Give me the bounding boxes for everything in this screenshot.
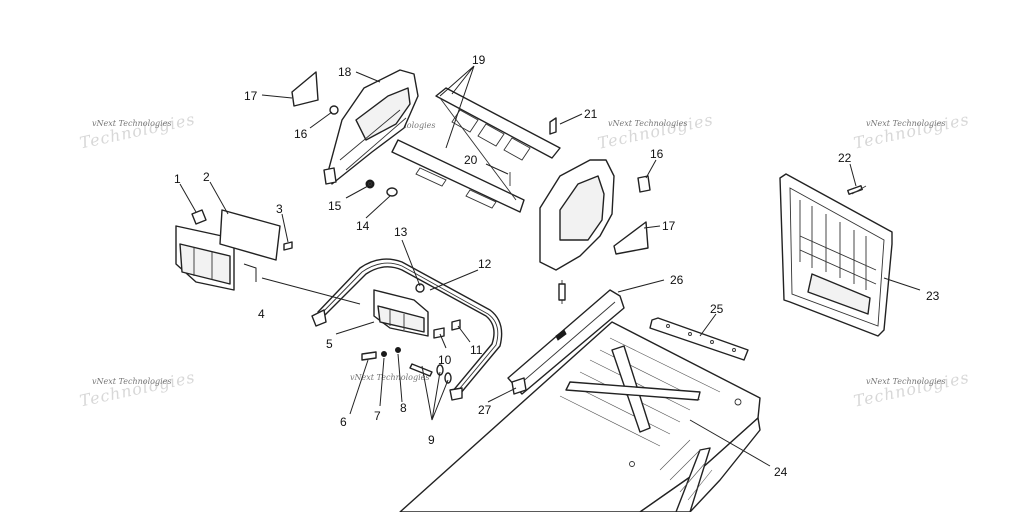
callout-15: 15 [328, 199, 342, 213]
callout-12: 12 [478, 257, 492, 271]
tunnel-hole [629, 461, 635, 467]
right-side-rail [539, 159, 651, 271]
rack-upper-rail [435, 87, 561, 159]
rail-bracket [507, 280, 625, 395]
svg-text:Technologies: Technologies [78, 367, 197, 410]
left-rail-foot [323, 167, 337, 185]
watermark-top-right: Technologies vNext Technologies [852, 110, 971, 153]
svg-text:vNext Technologies: vNext Technologies [92, 119, 171, 128]
callout-16-right: 16 [650, 147, 664, 161]
flap-window [807, 273, 871, 315]
snow-flap [779, 173, 893, 337]
cross-brace-b [565, 381, 701, 401]
callout-14: 14 [356, 219, 370, 233]
callout-11: 11 [470, 343, 483, 357]
reflector-left [291, 71, 319, 107]
nut-10 [433, 327, 445, 339]
callout-17-right: 17 [662, 219, 676, 233]
washer-8 [395, 347, 401, 353]
callout-labels: 1 2 3 4 5 6 7 8 9 10 11 12 13 14 15 16 1… [174, 53, 940, 479]
callout-7: 7 [374, 409, 381, 423]
rack-lower-rail [391, 139, 525, 213]
strip-body [649, 317, 749, 361]
svg-text:vNext Technologies: vNext Technologies [866, 119, 945, 128]
left-reflector [291, 71, 319, 107]
callout-26: 26 [670, 273, 684, 287]
rear-bumper [311, 258, 503, 401]
screw-6 [361, 351, 377, 361]
svg-text:vNext Technologies: vNext Technologies [866, 377, 945, 386]
svg-text:vNext Technologies: vNext Technologies [92, 377, 171, 386]
washer-9b [444, 372, 452, 384]
bumper-end [311, 309, 327, 327]
callout-19: 19 [472, 53, 486, 67]
bracket-clip [511, 377, 527, 395]
left-side-rail [323, 69, 419, 185]
callout-24: 24 [774, 465, 788, 479]
rear-rack [391, 87, 561, 213]
callout-3: 3 [276, 202, 283, 216]
tunnel-panel [399, 321, 761, 513]
flap-body [779, 173, 893, 337]
callout-4: 4 [258, 307, 265, 321]
callout-6: 6 [340, 415, 347, 429]
callout-5: 5 [326, 337, 333, 351]
svg-text:vNext Technologies: vNext Technologies [608, 119, 687, 128]
callout-8: 8 [400, 401, 407, 415]
right-reflector [613, 221, 649, 255]
callout-9: 9 [428, 433, 435, 447]
callout-1: 1 [174, 172, 181, 186]
hardware-group [361, 319, 461, 384]
svg-text:Technologies: Technologies [852, 368, 971, 411]
callout-23: 23 [926, 289, 940, 303]
wire-clip [243, 263, 257, 282]
watermark-bottom-right: Technologies vNext Technologies [852, 368, 971, 411]
callout-20: 20 [464, 153, 478, 167]
nut-7 [381, 351, 387, 357]
callout-22: 22 [838, 151, 852, 165]
bumper-end [449, 387, 463, 401]
svg-text:Technologies: Technologies [78, 109, 197, 152]
bumper-plug [415, 283, 425, 293]
svg-text:Technologies: Technologies [852, 110, 971, 153]
flap-screw [847, 185, 863, 195]
callout-21: 21 [584, 107, 598, 121]
callout-10: 10 [438, 353, 452, 367]
leader-lines [179, 65, 921, 467]
tail-lens [219, 209, 281, 261]
svg-text:vNext Technologies: vNext Technologies [350, 373, 429, 382]
callout-25: 25 [710, 302, 724, 316]
bolt-21 [549, 117, 557, 135]
callout-17-left: 17 [244, 89, 258, 103]
callout-13: 13 [394, 225, 408, 239]
callout-16-left: 16 [294, 127, 308, 141]
bolt-9 [409, 363, 433, 377]
lamp-housing-lower [373, 289, 429, 337]
washer-14 [386, 187, 398, 197]
rail-bolt [637, 175, 651, 193]
rack-cutouts [415, 109, 531, 209]
tunnel-hole [734, 398, 742, 406]
callout-27: 27 [478, 403, 492, 417]
watermark-top-left: Technologies vNext Technologies [78, 109, 197, 152]
nut-11 [451, 319, 461, 331]
reinforcement-strip [649, 317, 749, 361]
callout-2: 2 [203, 170, 210, 184]
reflector-right [613, 221, 649, 255]
lens-screw [283, 241, 293, 251]
callout-18: 18 [338, 65, 352, 79]
watermark-bottom-left: Technologies vNext Technologies [78, 367, 197, 410]
tail-light-assembly [175, 209, 293, 291]
watermark-mid-lower: vNext Technologies [350, 373, 429, 382]
bulb [191, 209, 207, 225]
